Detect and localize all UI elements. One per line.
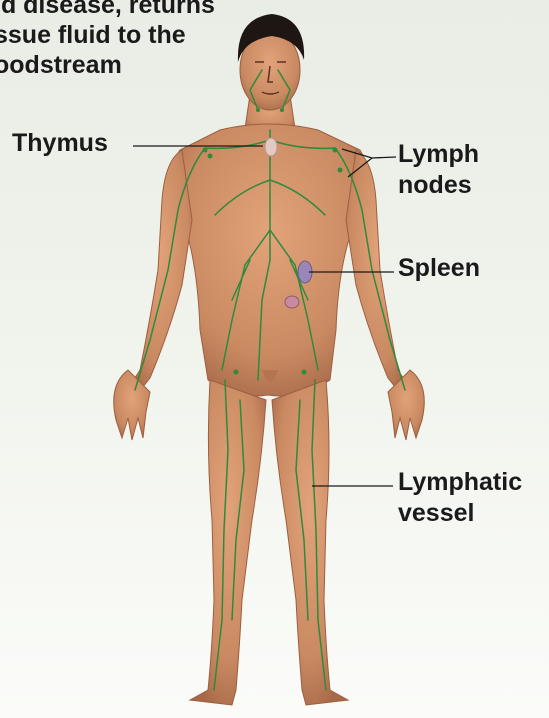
thymus-organ xyxy=(265,138,277,156)
label-lymph-nodes: Lymph nodes xyxy=(398,139,479,201)
label-lymph-nodes-line-1: Lymph xyxy=(398,139,479,170)
peyers-patch xyxy=(285,296,299,308)
label-lymphatic-vessel: Lymphatic vessel xyxy=(398,467,522,529)
label-lymphatic-vessel-line-2: vessel xyxy=(398,498,522,529)
label-thymus: Thymus xyxy=(12,128,108,159)
label-lymphatic-vessel-line-1: Lymphatic xyxy=(398,467,522,498)
label-lymph-nodes-line-2: nodes xyxy=(398,170,479,201)
body-silhouette xyxy=(114,30,425,705)
label-spleen: Spleen xyxy=(398,253,480,284)
